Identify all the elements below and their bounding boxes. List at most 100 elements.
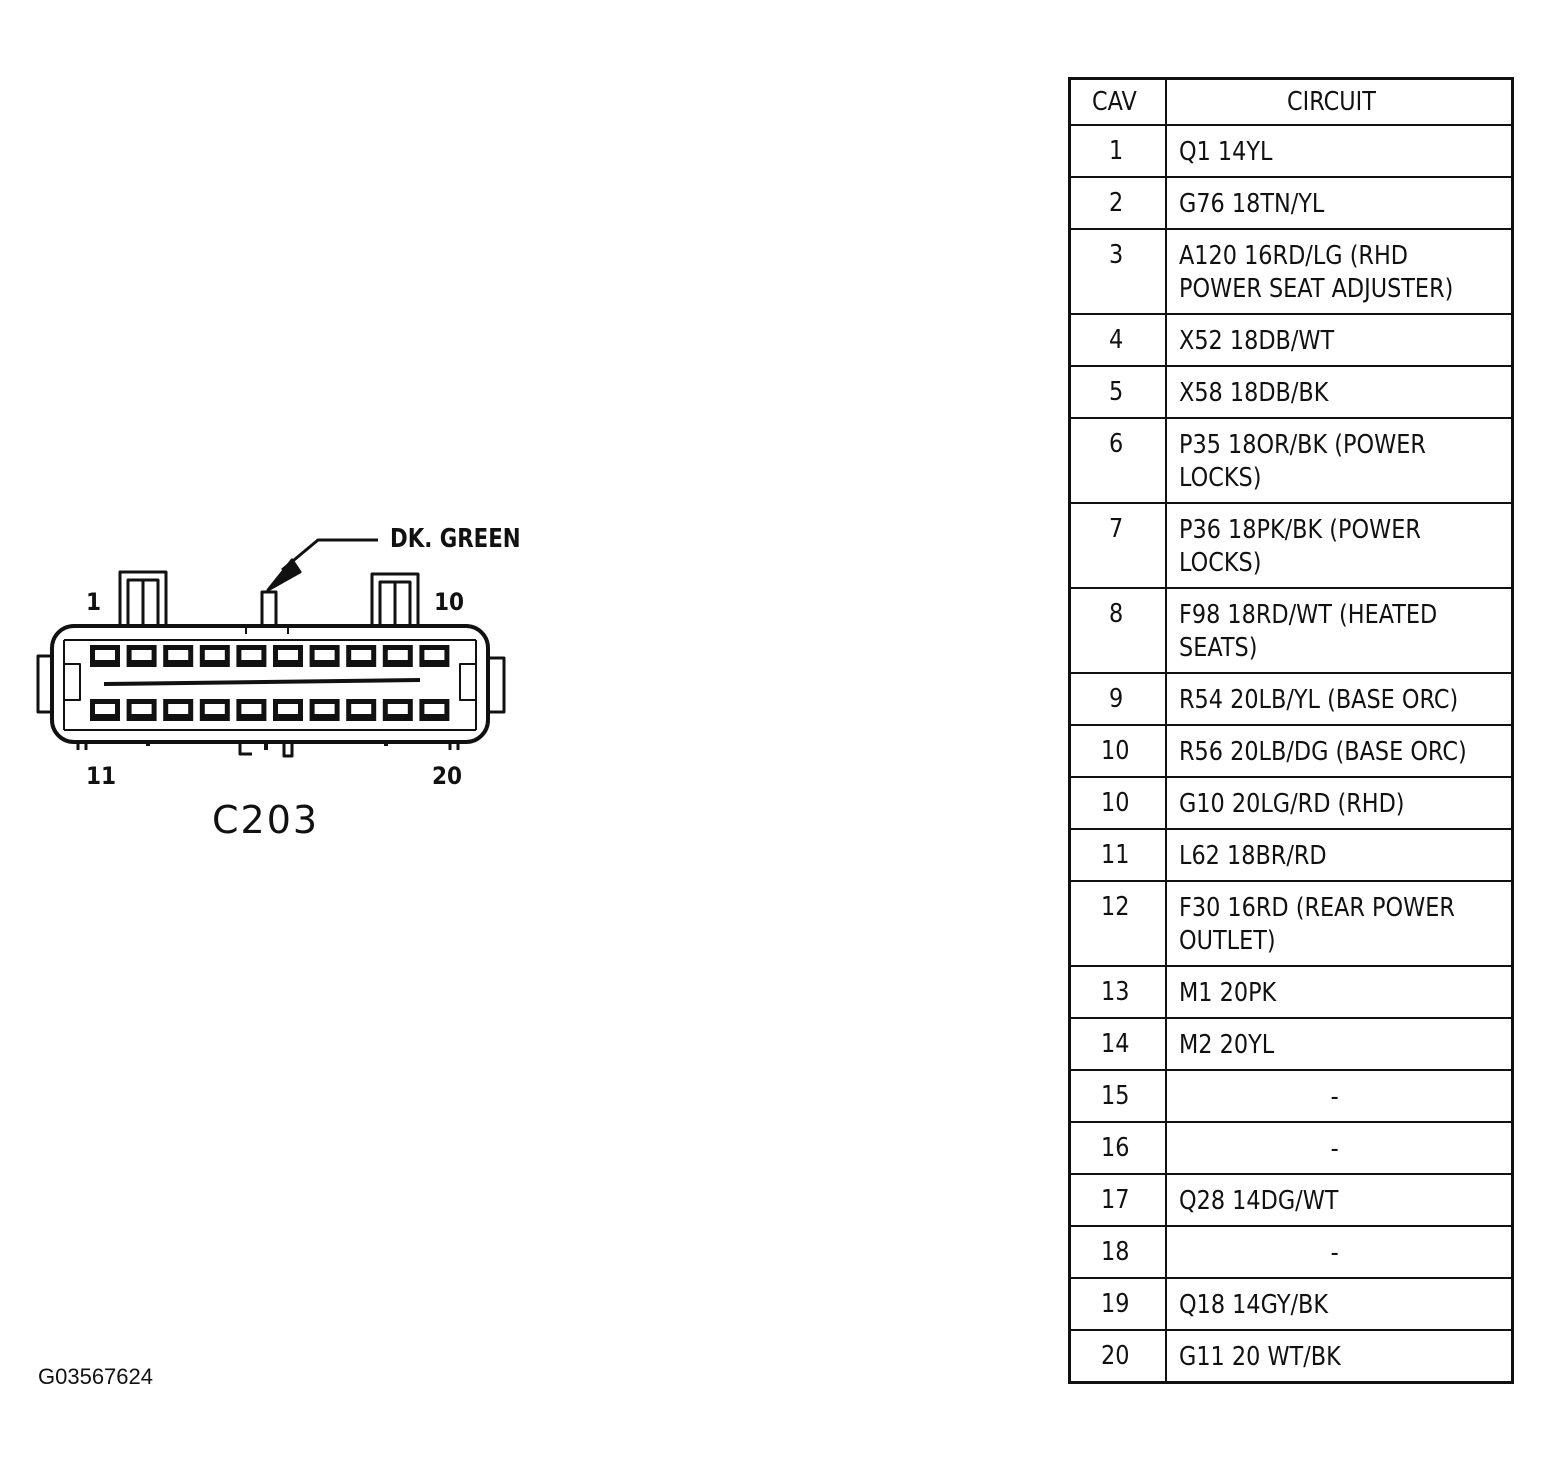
cavity-opening — [204, 650, 225, 660]
cav-cell: 20 — [1068, 1329, 1167, 1384]
cavity-opening — [241, 704, 262, 714]
connector-c203-diagram — [36, 538, 506, 758]
cavity-opening — [168, 650, 189, 660]
circuit-cell: X52 18DB/WT — [1164, 313, 1514, 367]
pin-label-10: 10 — [434, 588, 465, 616]
connector-name: C203 — [212, 798, 320, 842]
cav-cell: 3 — [1068, 228, 1167, 315]
cav-cell: 14 — [1068, 1017, 1167, 1071]
table-row: 16- — [1068, 1121, 1514, 1175]
cavity-opening — [95, 704, 115, 714]
cav-cell: 1 — [1068, 124, 1167, 178]
cavity-opening — [278, 650, 298, 660]
circuit-cell: R54 20LB/YL (BASE ORC) — [1164, 672, 1514, 726]
cav-cell: 11 — [1068, 828, 1167, 882]
cavity-opening — [131, 650, 152, 660]
circuit-cell: Q18 14GY/BK — [1164, 1277, 1514, 1331]
cavity-opening — [387, 650, 408, 660]
cav-cell: 10 — [1068, 724, 1167, 778]
header-circuit: CIRCUIT — [1164, 77, 1514, 126]
cav-cell: 13 — [1068, 965, 1167, 1019]
connector-housing — [36, 624, 506, 758]
cavity-opening — [351, 704, 372, 714]
table-row: 15- — [1068, 1069, 1514, 1123]
cavity-opening — [95, 650, 115, 660]
circuit-cell: Q1 14YL — [1164, 124, 1514, 178]
circuit-cell: X58 18DB/BK — [1164, 365, 1514, 419]
callout-dk-green: DK. GREEN — [390, 524, 521, 554]
cav-cell: 19 — [1068, 1277, 1167, 1331]
circuit-cell: - — [1164, 1225, 1514, 1279]
cavity-opening — [278, 704, 298, 714]
circuit-cell: M1 20PK — [1164, 965, 1514, 1019]
cavity-opening — [241, 650, 262, 660]
circuit-cell: Q28 14DG/WT — [1164, 1173, 1514, 1227]
cavity-opening — [131, 704, 152, 714]
cav-cell: 18 — [1068, 1225, 1167, 1279]
cavity-opening — [424, 650, 445, 660]
circuit-cell: G10 20LG/RD (RHD) — [1164, 776, 1514, 830]
cavity-opening — [204, 704, 225, 714]
left-latch-tab — [118, 570, 168, 626]
cav-cell: 5 — [1068, 365, 1167, 419]
circuit-cell: L62 18BR/RD — [1164, 828, 1514, 882]
pin-label-1: 1 — [86, 588, 102, 616]
circuit-cell: G76 18TN/YL — [1164, 176, 1514, 230]
cavity-opening — [314, 650, 335, 660]
header-cav: CAV — [1068, 77, 1167, 126]
cavity-opening — [314, 704, 335, 714]
figure-id: G03567624 — [38, 1364, 153, 1389]
cavity-opening — [168, 704, 189, 714]
circuit-cell: R56 20LB/DG (BASE ORC) — [1164, 724, 1514, 778]
pin-label-11: 11 — [86, 762, 117, 790]
cavity-row-top — [90, 645, 450, 667]
pin-label-20: 20 — [432, 762, 463, 790]
table-header-row: CAV CIRCUIT — [1068, 77, 1514, 126]
cavity-opening — [387, 704, 408, 714]
cav-cell: 15 — [1068, 1069, 1167, 1123]
keying-post — [260, 590, 278, 626]
cav-cell: 17 — [1068, 1173, 1167, 1227]
cav-cell: 4 — [1068, 313, 1167, 367]
cavity-opening — [424, 704, 445, 714]
circuit-cell: - — [1164, 1069, 1514, 1123]
circuit-cell: G11 20 WT/BK — [1164, 1329, 1514, 1384]
cav-cell: 2 — [1068, 176, 1167, 230]
cavity-opening — [351, 650, 372, 660]
cav-cell: 12 — [1068, 880, 1167, 967]
cav-cell: 9 — [1068, 672, 1167, 726]
circuit-cell: - — [1164, 1121, 1514, 1175]
table-row: 18- — [1068, 1225, 1514, 1279]
callout-leader — [266, 538, 378, 592]
cav-cell: 10 — [1068, 776, 1167, 830]
circuit-cell: M2 20YL — [1164, 1017, 1514, 1071]
cav-cell: 8 — [1068, 587, 1167, 674]
cavity-row-bottom — [90, 699, 450, 721]
right-latch-tab — [370, 572, 420, 626]
cav-cell: 7 — [1068, 502, 1167, 589]
